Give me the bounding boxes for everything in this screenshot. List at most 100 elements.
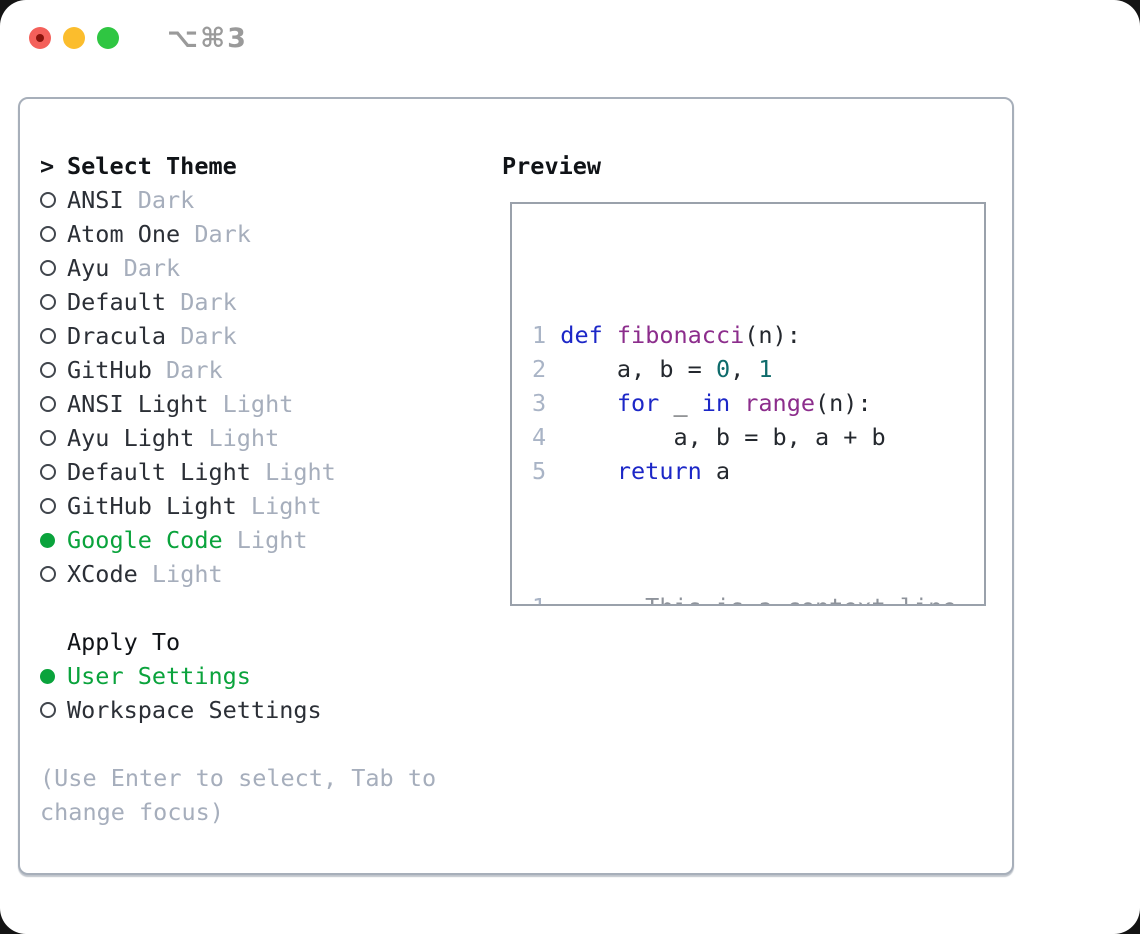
theme-option-default-light[interactable]: Default Light Light [40, 455, 460, 489]
diff-block: 1 This is a context line.2 - This line w… [532, 590, 984, 604]
theme-option-atom-one[interactable]: Atom One Dark [40, 217, 460, 251]
code-token [603, 321, 617, 349]
radio-icon [40, 430, 56, 446]
theme-variant: Light [222, 526, 308, 554]
radio-icon [40, 566, 56, 582]
code-token: This is a context line. [560, 593, 970, 604]
code-token: for [616, 389, 660, 417]
theme-variant: Dark [166, 288, 237, 316]
theme-name: Ayu [67, 254, 110, 282]
apply-option-label: User Settings [67, 662, 251, 690]
theme-option-default[interactable]: Default Dark [40, 285, 460, 319]
radio-icon [40, 192, 56, 208]
spacer [40, 591, 460, 625]
radio-icon [40, 362, 56, 378]
spacer [40, 727, 460, 761]
code-token: 0 [715, 355, 731, 383]
apply-option-user-settings[interactable]: User Settings [40, 659, 460, 693]
code-token: a [701, 457, 731, 485]
select-theme-header: > Select Theme [40, 149, 460, 183]
code-token [730, 389, 744, 417]
radio-icon [40, 294, 56, 310]
code-token: return [616, 457, 702, 485]
line-number: 2 [532, 355, 561, 383]
theme-name: ANSI [67, 186, 124, 214]
radio-icon [40, 260, 56, 276]
code-token: _ [659, 389, 702, 417]
theme-variant: Light [137, 560, 223, 588]
radio-icon [40, 702, 56, 718]
apply-option-workspace-settings[interactable]: Workspace Settings [40, 693, 460, 727]
line-number: 1 [532, 593, 560, 604]
radio-icon [40, 328, 56, 344]
radio-icon [40, 464, 56, 480]
code-token: in [701, 389, 731, 417]
code-token [560, 457, 617, 485]
line-number: 3 [532, 389, 561, 417]
code-token: , [730, 355, 759, 383]
preview-title: Preview [502, 152, 602, 180]
theme-option-xcode[interactable]: XCode Light [40, 557, 460, 591]
code-token: def [560, 321, 603, 349]
code-line: 4 a, b = b, a + b [532, 420, 984, 454]
code-token [560, 389, 617, 417]
code-token: (n): [815, 389, 872, 417]
theme-name: Default [67, 288, 167, 316]
line-number: 1 [532, 321, 561, 349]
code-token: 1 [758, 355, 773, 383]
theme-variant: Light [250, 458, 336, 486]
help-text: (Use Enter to select, Tab to change focu… [40, 764, 437, 826]
theme-option-ansi-light[interactable]: ANSI Light Light [40, 387, 460, 421]
theme-option-ayu-light[interactable]: Ayu Light Light [40, 421, 460, 455]
theme-name: Dracula [67, 322, 167, 350]
theme-variant: Light [208, 390, 294, 418]
window-title: ⌥⌘3 [167, 22, 248, 54]
theme-option-ansi[interactable]: ANSI Dark [40, 183, 460, 217]
theme-name: GitHub Light [67, 492, 237, 520]
code-token: range [744, 389, 815, 417]
radio-selected-icon [40, 668, 55, 684]
code-token: (n): [744, 321, 801, 349]
zoom-button-icon[interactable] [97, 27, 119, 49]
close-button-icon[interactable] [29, 27, 51, 49]
theme-variant: Dark [109, 254, 181, 282]
theme-name: Atom One [67, 220, 181, 248]
theme-name: Default Light [67, 458, 251, 486]
theme-name: Google Code [67, 526, 223, 554]
theme-variant: Dark [151, 356, 223, 384]
theme-variant: Dark [180, 220, 251, 248]
theme-option-dracula[interactable]: Dracula Dark [40, 319, 460, 353]
code-token: a, b = b, a + b [560, 423, 886, 451]
theme-variant: Dark [123, 186, 195, 214]
theme-option-github[interactable]: GitHub Dark [40, 353, 460, 387]
theme-option-google-code[interactable]: Google Code Light [40, 523, 460, 557]
code-line: 2 a, b = 0, 1 [532, 352, 984, 386]
minimize-button-icon[interactable] [63, 27, 85, 49]
theme-variant: Light [236, 492, 322, 520]
select-theme-title: Select Theme [67, 152, 237, 180]
line-number: 5 [532, 457, 561, 485]
apply-option-label: Workspace Settings [67, 696, 322, 724]
theme-name: XCode [67, 560, 138, 588]
radio-icon [40, 226, 56, 242]
code-line: 5 return a [532, 454, 984, 488]
theme-variant: Dark [166, 322, 237, 350]
window-titlebar: ⌥⌘3 [29, 23, 248, 54]
theme-name: ANSI Light [67, 390, 209, 418]
diff-line: 1 This is a context line. [532, 590, 984, 604]
theme-option-github-light[interactable]: GitHub Light Light [40, 489, 460, 523]
code-line: 1 def fibonacci(n): [532, 318, 984, 352]
radio-icon [40, 396, 56, 412]
focus-arrow-icon: > [40, 152, 55, 180]
apply-to-header: Apply To [40, 625, 460, 659]
code-line: 3 for _ in range(n): [532, 386, 984, 420]
theme-option-ayu[interactable]: Ayu Dark [40, 251, 460, 285]
